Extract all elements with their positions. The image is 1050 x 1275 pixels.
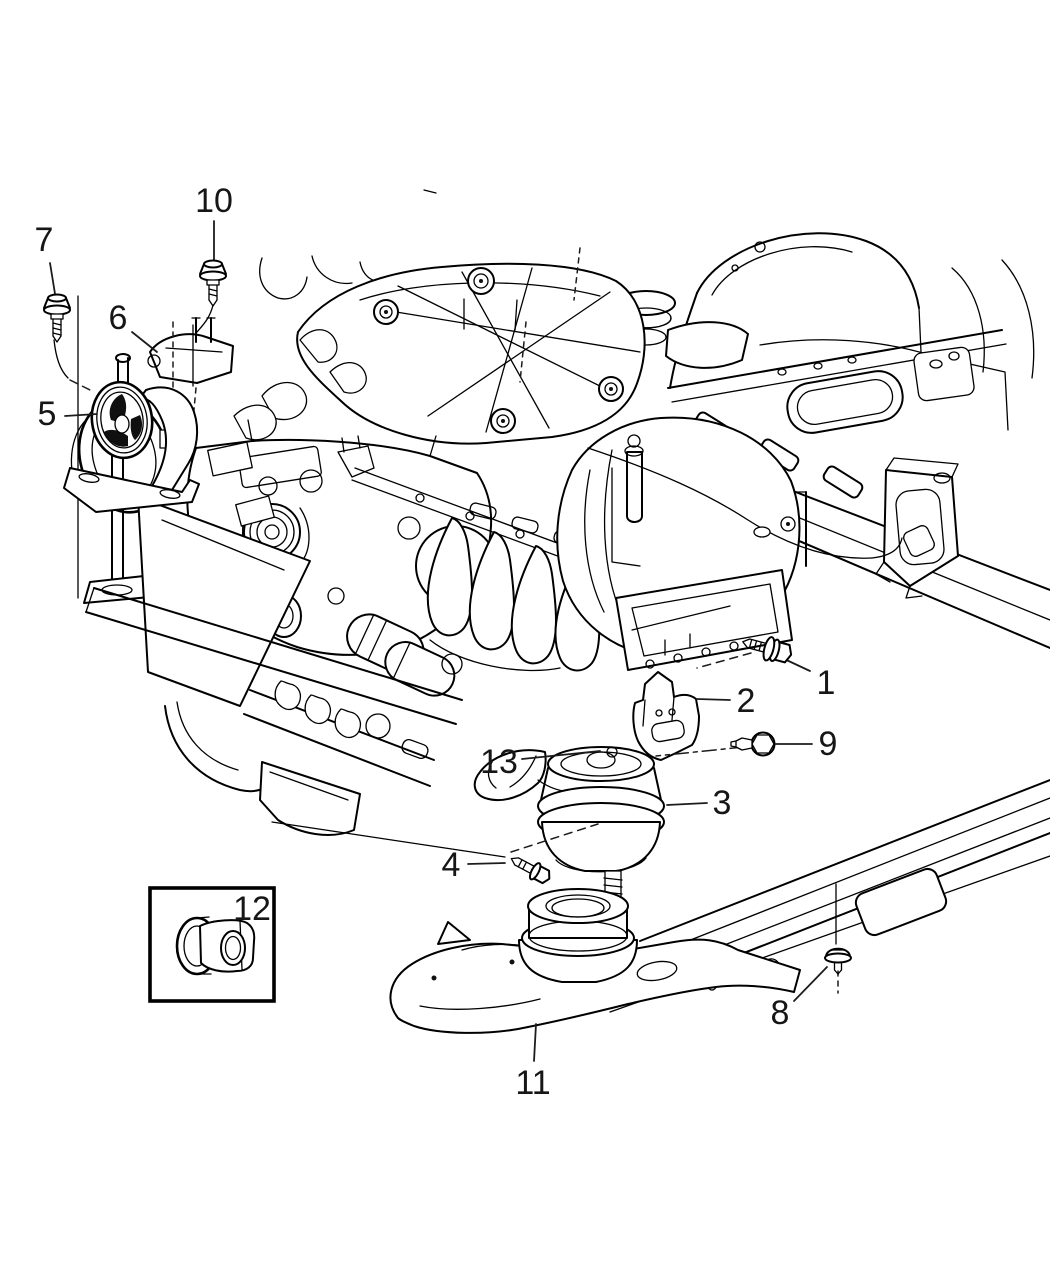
part-12-flange-nut — [175, 916, 256, 976]
part-5-mount — [63, 353, 200, 513]
leader-11 — [533, 1023, 537, 1062]
hidden-stud-axis — [573, 247, 581, 301]
axis-7-dash — [69, 379, 91, 391]
callout-label-5: 5 — [38, 395, 57, 433]
part-12-detail-box — [148, 886, 276, 1003]
callout-label-12: 12 — [233, 890, 271, 928]
part-2-bracket — [632, 671, 700, 761]
part-11-crossmember — [389, 779, 1050, 1034]
callout-label-1: 1 — [817, 664, 836, 702]
left-mount-drawing — [63, 317, 278, 527]
callout-label-13: 13 — [480, 743, 518, 781]
crossmember-mount-tower — [518, 888, 638, 983]
part-13-through-bolt — [606, 746, 618, 758]
body-structure-drawing — [613, 232, 1050, 649]
part-8-bolt — [824, 947, 852, 975]
part-4-bolt — [510, 857, 551, 885]
subframe-drawing — [77, 295, 506, 858]
hidden-stud-axis — [519, 321, 527, 383]
callout-label-7: 7 — [35, 221, 54, 259]
leader-5 — [64, 413, 98, 417]
part-1-bolt — [742, 636, 793, 664]
axis-7 — [53, 339, 69, 379]
callout-label-10: 10 — [195, 182, 233, 220]
axis-9 — [655, 746, 745, 757]
part-7-bolt — [43, 293, 71, 343]
callout-label-11: 11 — [515, 1064, 550, 1102]
transmission-drawing — [556, 416, 903, 671]
callout-label-4: 4 — [442, 846, 461, 884]
axis-4 — [510, 823, 599, 853]
callout-label-8: 8 — [771, 994, 790, 1032]
leader-13 — [521, 750, 601, 760]
leader-8 — [793, 966, 828, 1002]
callout-label-2: 2 — [737, 682, 756, 720]
part-9-bolt — [730, 731, 776, 757]
leader-2 — [696, 698, 731, 701]
part-10-bolt — [199, 259, 227, 307]
axis-1 — [696, 652, 752, 669]
axis-10 — [196, 304, 214, 333]
leader-3 — [666, 802, 708, 806]
part-6-bracket — [147, 317, 234, 384]
part-3-mount-insulator — [473, 746, 665, 908]
callout-label-9: 9 — [819, 725, 838, 763]
callouts-layer: 1 2 3 4 5 6 7 8 9 10 11 12 13 — [35, 182, 852, 1102]
leader-4 — [467, 862, 506, 865]
leader-6 — [131, 331, 158, 353]
callout-label-6: 6 — [109, 299, 128, 337]
manifold-bolt-bosses — [373, 267, 624, 434]
callout-label-3: 3 — [713, 784, 732, 822]
